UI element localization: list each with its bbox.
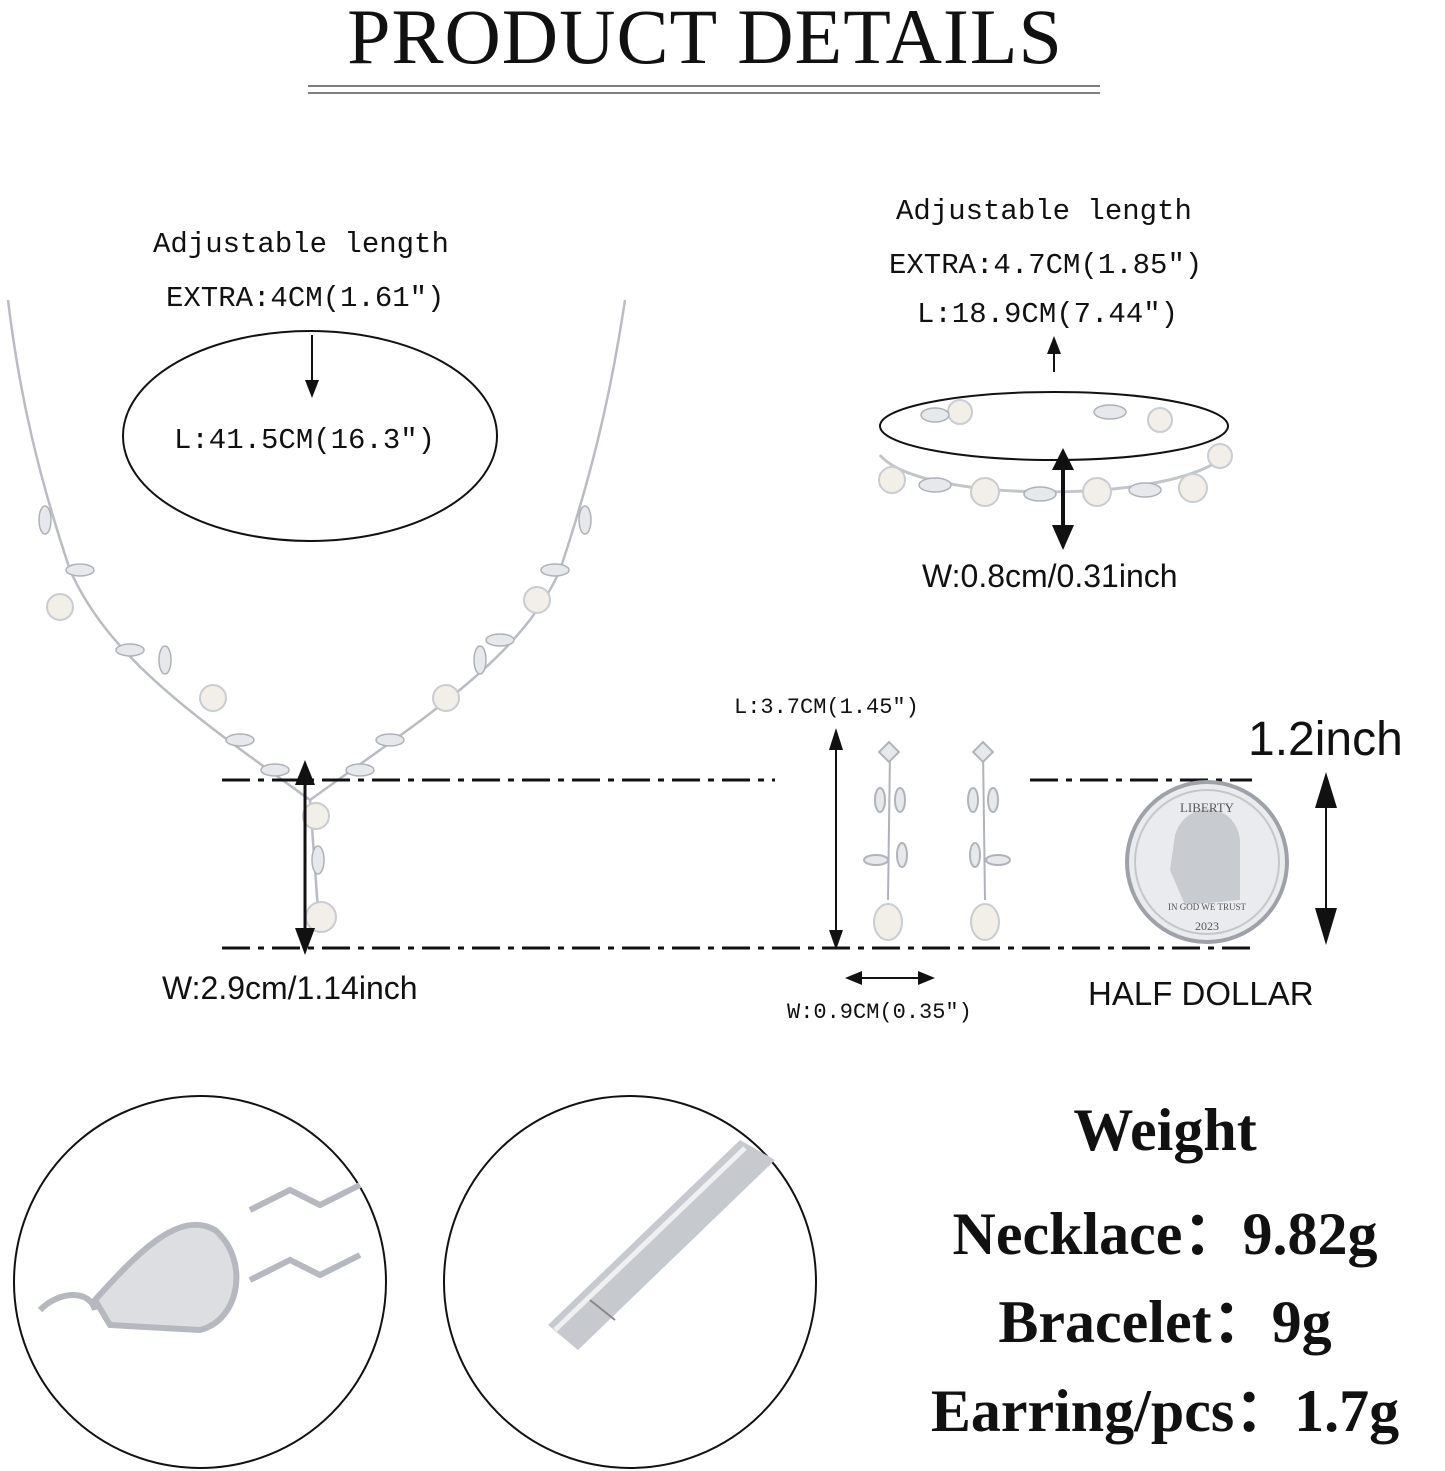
weight-necklace: Necklace：9.82g [952, 1201, 1378, 1267]
arrow-head [305, 380, 319, 398]
svg-text:IN GOD WE TRUST: IN GOD WE TRUST [1168, 902, 1246, 912]
necklace-crystals [38, 505, 592, 875]
arrow-head [1047, 336, 1061, 354]
bracelet-extra-length: EXTRA:4.7CM(1.85") [889, 249, 1203, 282]
lobster-clasp-image [37, 1182, 362, 1334]
bracelet-width: W:0.8cm/0.31inch [922, 558, 1178, 594]
page-title: PRODUCT DETAILS [347, 0, 1063, 80]
earring-post-image [548, 1140, 775, 1350]
earring-width: W:0.9CM(0.35") [787, 1000, 972, 1025]
necklace-length-ellipse [122, 330, 498, 542]
bracelet-image [878, 399, 1233, 507]
weight-bracelet: Bracelet：9g [998, 1289, 1332, 1355]
svg-text:2023: 2023 [1195, 919, 1219, 933]
bracelet-length: L:18.9CM(7.44") [917, 298, 1179, 331]
pendant-width: W:2.9cm/1.14inch [162, 970, 418, 1006]
necklace-adjustable-label: Adjustable length [153, 228, 449, 261]
svg-text:LIBERTY: LIBERTY [1180, 800, 1235, 815]
half-dollar-coin: LIBERTY IN GOD WE TRUST 2023 [1125, 780, 1289, 944]
weight-heading: Weight [1073, 1097, 1257, 1163]
weight-earring: Earring/pcs：1.7g [930, 1378, 1400, 1444]
bracelet-length-ellipse [879, 391, 1229, 461]
necklace-pearls [46, 586, 551, 933]
guide-lines [222, 778, 1252, 950]
earring-length: L:3.7CM(1.45") [734, 695, 919, 720]
coin-label: HALF DOLLAR [1088, 975, 1314, 1012]
necklace-extra-length: EXTRA:4CM(1.61") [166, 282, 445, 315]
earrings-image [863, 740, 1011, 941]
necklace-length: L:41.5CM(16.3") [174, 424, 436, 457]
coin-size: 1.2inch [1248, 713, 1403, 766]
bracelet-adjustable-label: Adjustable length [896, 195, 1192, 228]
